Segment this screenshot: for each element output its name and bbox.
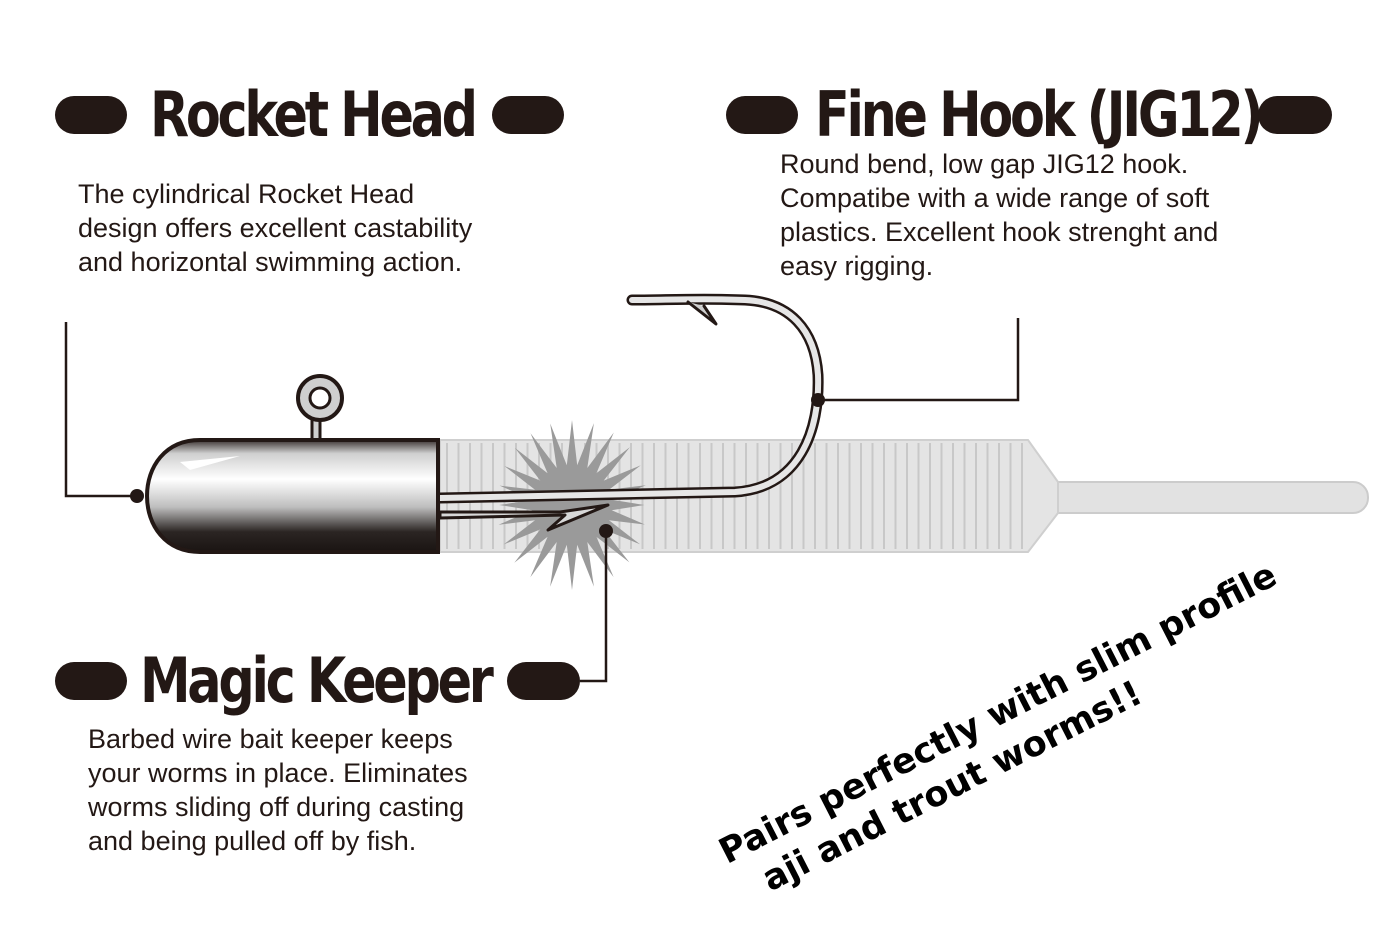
hook-icon <box>434 293 824 532</box>
magic-keeper-line: Barbed wire bait keeper keeps <box>88 724 453 754</box>
fine-hook-line: plastics. Excellent hook strenght and <box>780 217 1219 247</box>
rocket-head-title: Rocket Head <box>150 78 478 151</box>
magic-keeper-line: your worms in place. Eliminates <box>88 758 468 788</box>
rocket-head-right-bar <box>492 96 564 134</box>
fine-hook-title: Fine Hook (JIG12) <box>815 78 1264 151</box>
magic-keeper-line: and being pulled off by fish. <box>88 826 417 856</box>
jig-head-icon <box>144 374 440 554</box>
keeper-burst-icon <box>498 420 646 590</box>
fine-hook-right-bar <box>1258 96 1332 134</box>
rocket-head-description: The cylindrical Rocket Head design offer… <box>78 177 472 279</box>
rocket-head-line: The cylindrical Rocket Head <box>78 179 415 209</box>
fine-hook-description: Round bend, low gap JIG12 hook. Compatib… <box>780 147 1218 283</box>
magic-keeper-left-bar <box>55 662 127 700</box>
callout-leaders <box>64 318 1020 683</box>
rocket-head-line: design offers excellent castability <box>78 213 473 243</box>
magic-keeper-right-bar <box>507 662 580 700</box>
fine-hook-line: Round bend, low gap JIG12 hook. <box>780 149 1189 179</box>
rocket-head-line: and horizontal swimming action. <box>78 247 463 277</box>
callout-dots <box>130 393 825 538</box>
magic-keeper-title: Magic Keeper <box>140 644 494 717</box>
magic-keeper-description: Barbed wire bait keeper keeps your worms… <box>88 722 468 858</box>
fine-hook-line: Compatibe with a wide range of soft <box>780 183 1210 213</box>
rocket-head-left-bar <box>55 96 127 134</box>
magic-keeper-line: worms sliding off during casting <box>88 792 465 822</box>
fine-hook-line: easy rigging. <box>780 251 934 281</box>
fine-hook-left-bar <box>726 96 798 134</box>
